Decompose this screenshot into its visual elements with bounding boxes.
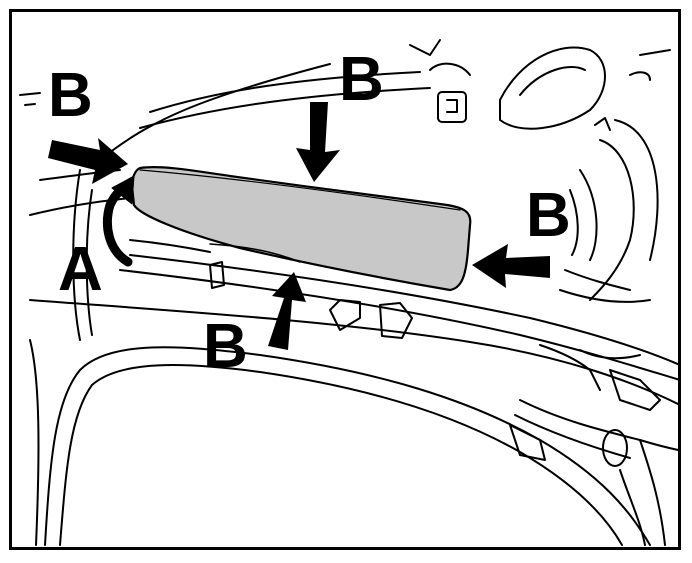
arrow-b-left: [48, 138, 128, 184]
callout-b-top: B: [339, 45, 384, 114]
callout-a: A: [58, 235, 103, 304]
arrow-b-top: [296, 102, 340, 182]
diagram-frame: [9, 9, 681, 550]
vehicle-structure-lines: [19, 39, 678, 546]
callout-b-right: B: [526, 181, 571, 250]
arrow-b-bottom: [268, 272, 306, 350]
rotation-arrow-a: [103, 175, 135, 267]
callout-b-left: B: [48, 61, 93, 130]
arrow-b-right: [472, 244, 550, 288]
luggage-cover-panel: [129, 166, 472, 292]
callout-b-bottom: B: [203, 312, 248, 381]
